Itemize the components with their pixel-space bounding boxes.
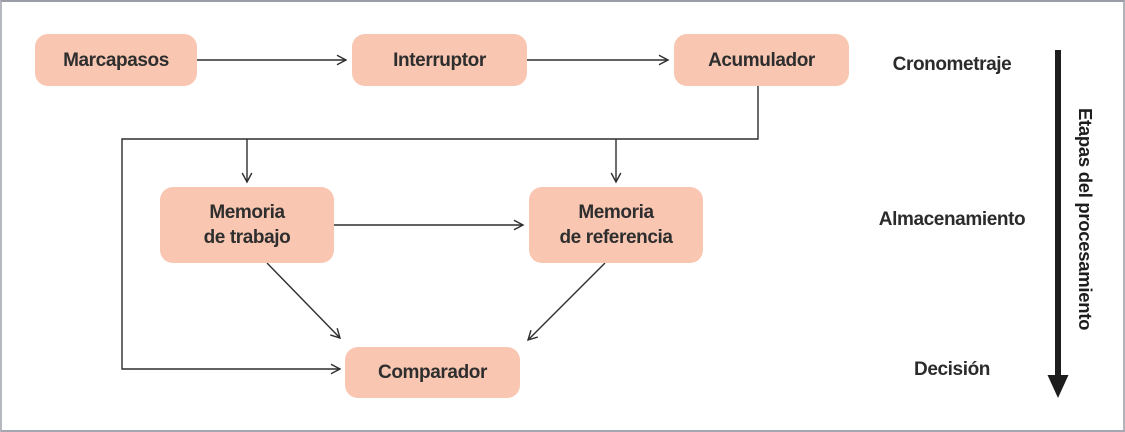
axis-label-etapas: Etapas del procesamiento	[1075, 107, 1096, 331]
stage-label-cronometraje: Cronometraje	[892, 54, 1012, 75]
node-acumulador: Acumulador	[674, 34, 849, 86]
node-memoria-referencia: Memoria de referencia	[529, 187, 703, 263]
edge-trabajo-comparador	[266, 262, 342, 340]
node-comparador: Comparador	[345, 347, 520, 398]
edge-referencia-comparador	[526, 262, 606, 342]
node-memoria-trabajo: Memoria de trabajo	[160, 187, 334, 263]
node-marcapasos: Marcapasos	[35, 34, 197, 86]
stage-label-decision: Decisión	[914, 359, 990, 380]
node-interruptor: Interruptor	[352, 34, 527, 86]
stage-label-almacenamiento: Almacenamiento	[878, 209, 1026, 230]
